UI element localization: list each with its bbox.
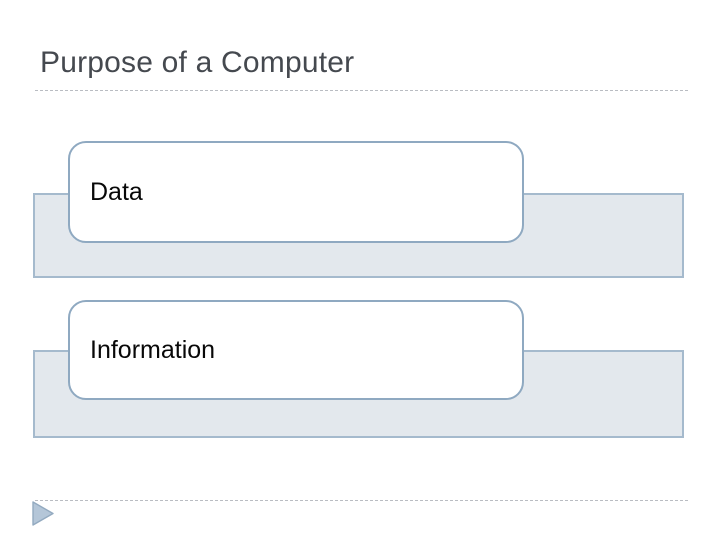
- content-group-data: Data: [0, 141, 720, 281]
- callout-label: Data: [90, 178, 143, 206]
- callout-box[interactable]: Information: [68, 300, 524, 400]
- title-divider: [35, 90, 688, 91]
- callout-box[interactable]: Data: [68, 141, 524, 243]
- content-group-information: Information: [0, 300, 720, 440]
- callout-label: Information: [90, 336, 216, 364]
- page-title: Purpose of a Computer: [40, 46, 355, 79]
- play-triangle-icon[interactable]: [32, 501, 54, 526]
- footer-divider: [35, 500, 688, 501]
